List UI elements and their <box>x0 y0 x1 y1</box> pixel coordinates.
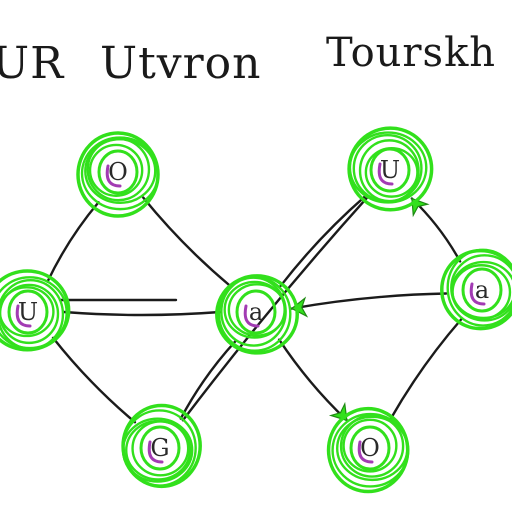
node-inner-ring <box>235 289 277 335</box>
node-bottom-left: G <box>121 403 202 489</box>
node-purple-accent <box>469 282 486 306</box>
node-bottom-right: O <box>326 406 410 494</box>
node-top-left: O <box>76 131 160 218</box>
edge-mid-left-to-center <box>62 310 222 317</box>
node-letter: G <box>150 434 169 462</box>
edge-top-right-to-center <box>279 194 367 288</box>
node-purple-accent <box>105 164 122 188</box>
edge-top-left-to-mid-left <box>46 201 100 283</box>
node-ring <box>358 139 420 203</box>
edge-mid-right-to-top-right <box>410 197 462 263</box>
node-purple-accent <box>147 440 164 464</box>
node-letter: a <box>475 276 489 304</box>
edge-center-to-bottom-left <box>179 340 237 420</box>
node-ring <box>88 143 144 197</box>
title: UR Utvron Tourskh <box>0 30 496 89</box>
node-inner-ring <box>139 425 181 471</box>
edge-center-to-bottom-right <box>277 338 349 422</box>
node-ring <box>0 286 55 338</box>
edge-mid-right-to-bottom-right <box>389 318 463 420</box>
node-letter: U <box>18 298 38 326</box>
node-top-right: U <box>347 126 434 212</box>
node-letter: O <box>108 158 128 186</box>
node-purple-accent <box>15 304 32 328</box>
node-letter: U <box>380 156 400 184</box>
node-ring <box>86 137 151 202</box>
node-ring <box>451 264 512 321</box>
title-right: Tourskh <box>326 30 496 76</box>
title-left: UR <box>0 38 65 89</box>
node-letter: O <box>360 434 380 462</box>
edge-top-right-to-bottom-left <box>181 196 369 422</box>
node-purple-accent <box>377 162 394 186</box>
node-ring <box>215 274 299 355</box>
node-ring <box>131 420 190 477</box>
node-ring <box>446 248 512 327</box>
node-ring <box>0 269 71 352</box>
node-ring <box>121 417 194 483</box>
node-purple-accent <box>357 440 374 464</box>
node-ring <box>0 278 65 350</box>
edge-mid-right-to-center <box>290 292 448 310</box>
edge-top-left-to-center <box>142 196 232 288</box>
node-ring <box>227 283 287 337</box>
node-inner-ring <box>7 289 49 335</box>
node-inner-ring <box>461 267 503 313</box>
node-inner-ring <box>97 149 139 195</box>
node-mid-right: a <box>440 248 512 331</box>
node-center: a <box>215 274 299 355</box>
node-ring <box>80 136 160 211</box>
edge-mid-left-to-bottom-left <box>51 336 137 424</box>
title-middle: Utvron <box>100 38 261 89</box>
edges <box>46 194 463 424</box>
node-purple-accent <box>243 304 260 328</box>
arrowhead-mid-right-to-center <box>290 296 309 318</box>
node-inner-ring <box>369 147 411 193</box>
node-mid-left: U <box>0 269 71 352</box>
node-inner-ring <box>349 425 391 471</box>
node-letter: a <box>249 298 263 326</box>
node-ring <box>339 414 405 478</box>
node-ring <box>342 418 398 473</box>
